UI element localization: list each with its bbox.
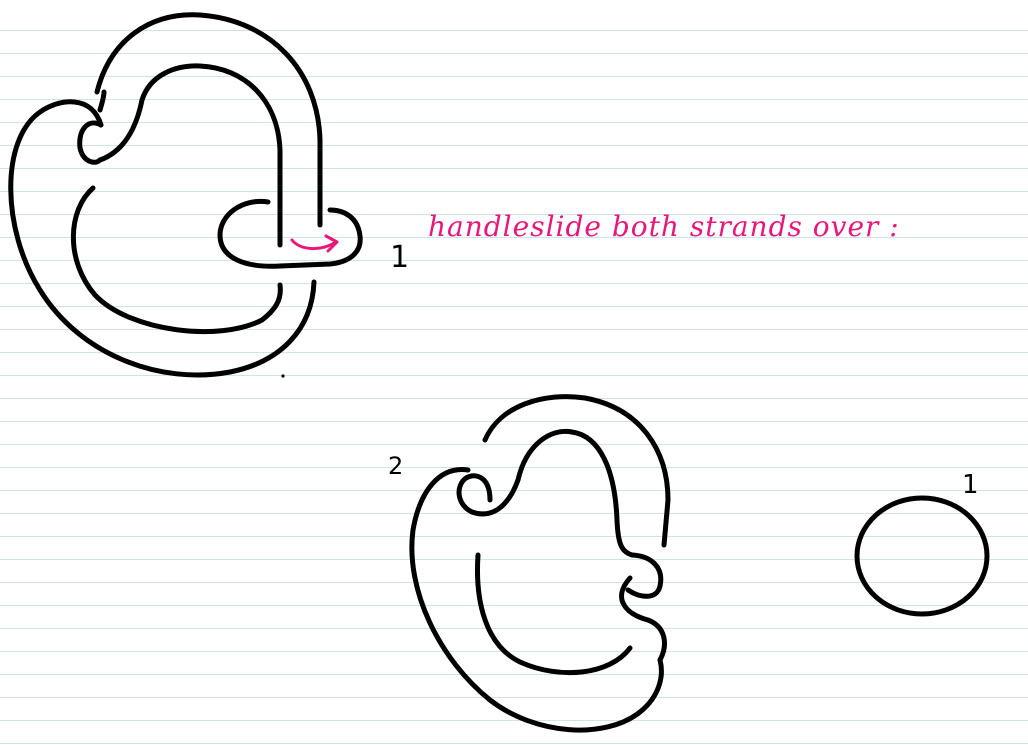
knot-2-right-kink: [622, 555, 665, 660]
knot-2-top-inner: [472, 431, 632, 555]
knot-1-top-outer: [97, 15, 320, 225]
knot-1-hook: [80, 123, 101, 162]
knot-2-hook: [459, 476, 490, 512]
knot-1-crossing-tail: [100, 92, 104, 110]
knot-1-top-inner: [100, 66, 280, 245]
knot-2-top-outer: [485, 397, 668, 545]
step-2-framing-label: 2: [388, 452, 403, 480]
knot-2-inner-strand: [477, 555, 630, 673]
stray-ink-dot: [281, 374, 284, 377]
unknot-diagram: [857, 498, 987, 614]
knot-diagram-2: [412, 397, 668, 730]
handleslide-arrow: [292, 240, 336, 249]
step-1-framing-label: 1: [390, 240, 409, 275]
framed-unknot-1: [220, 201, 360, 266]
knot-1-inner-strand: [73, 188, 280, 332]
knot-1-outer-strand: [11, 102, 314, 375]
knot-diagram-1: [11, 15, 360, 375]
unknot-circle: [857, 498, 987, 614]
handleslide-annotation: handleslide both strands over :: [428, 210, 900, 243]
unknot-framing-label: 1: [962, 470, 979, 500]
